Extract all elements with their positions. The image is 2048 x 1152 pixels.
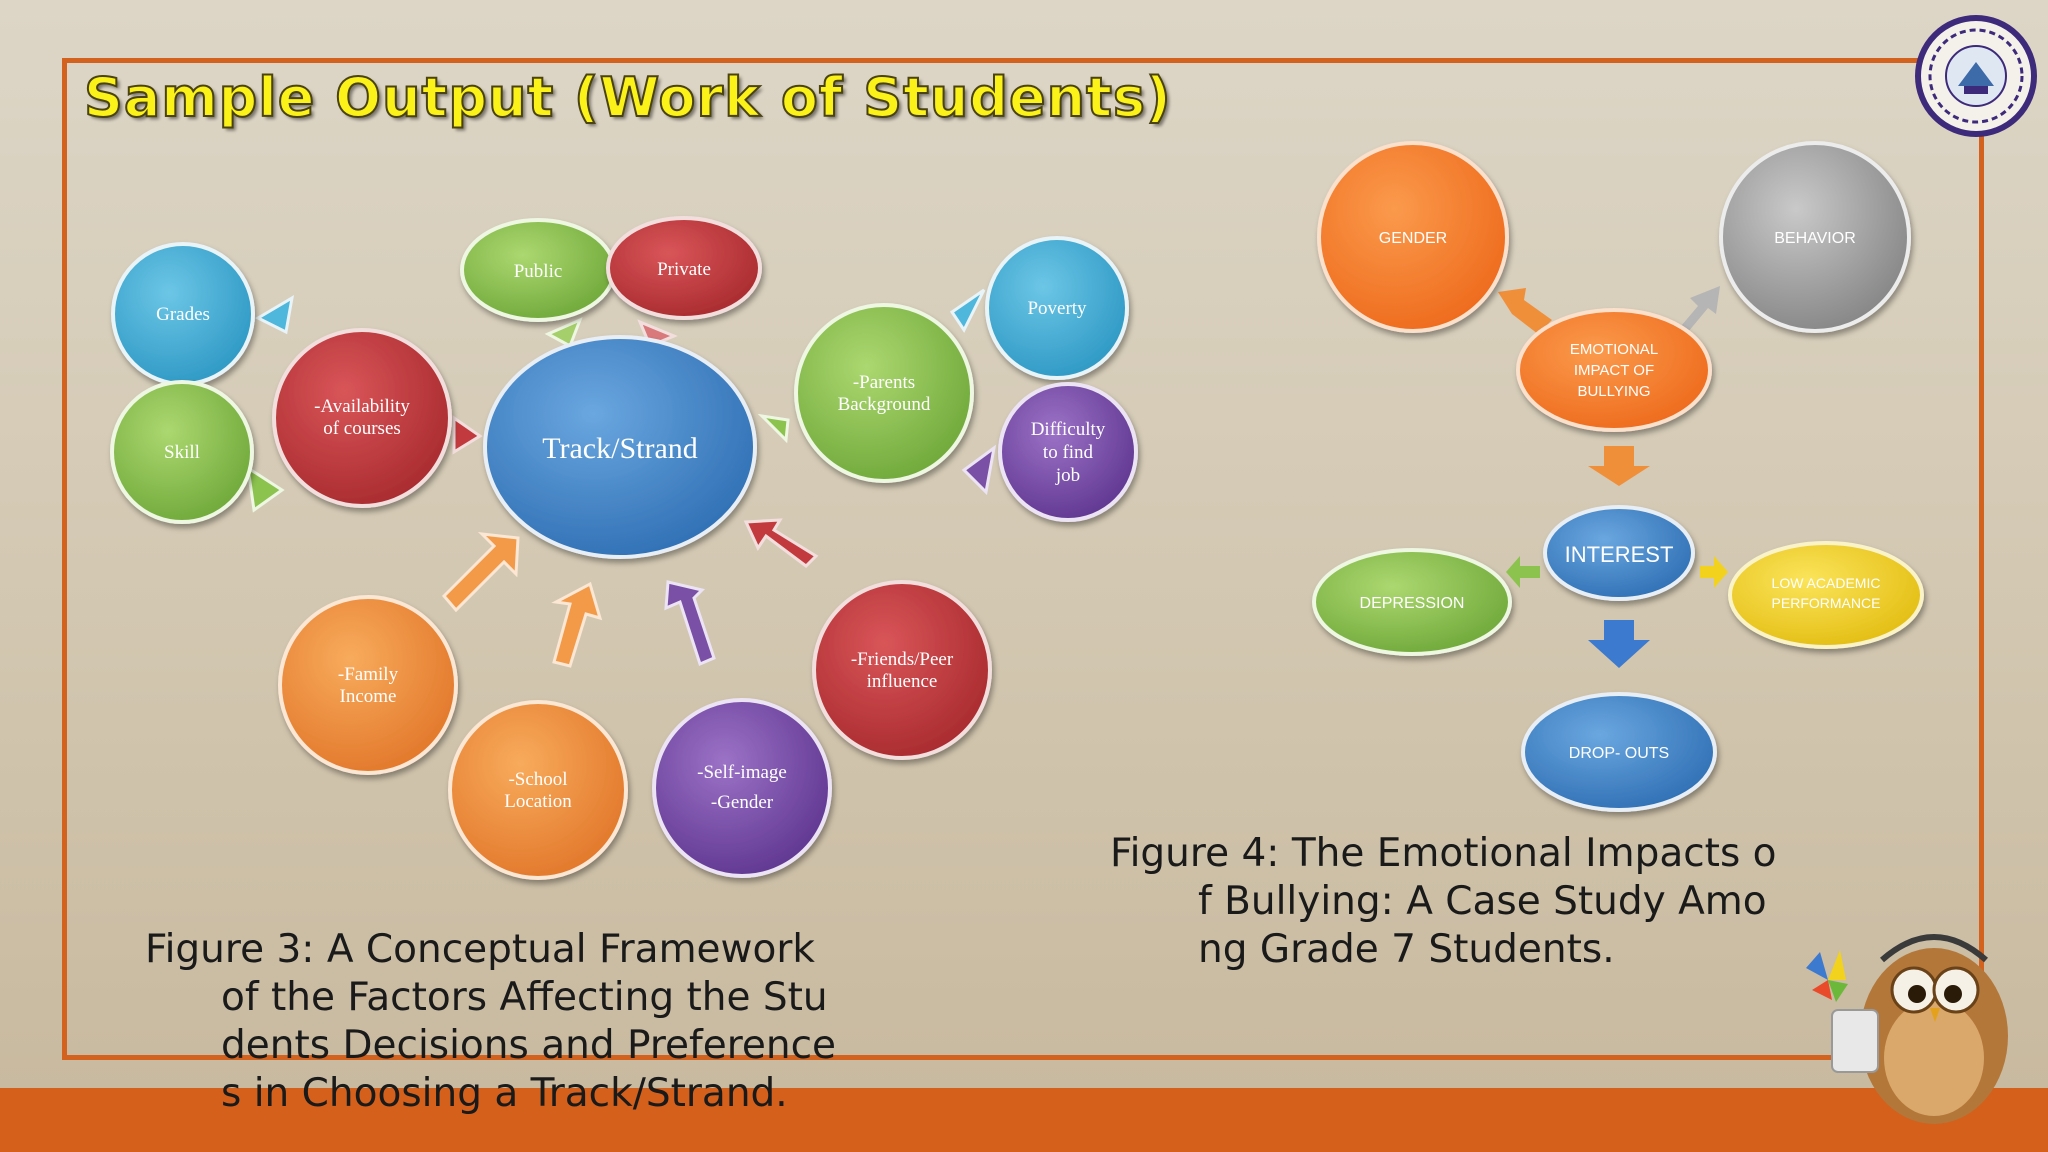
node-parents: -Parents Background xyxy=(794,303,974,483)
difficulty-line2: to find xyxy=(1043,442,1094,463)
node-dropouts: DROP- OUTS xyxy=(1521,692,1717,812)
arrow-to-dropouts xyxy=(1588,620,1650,668)
low-line1: LOW ACADEMIC xyxy=(1772,575,1881,591)
arrow-to-behavior xyxy=(1676,286,1720,332)
owl-mascot-icon xyxy=(1806,934,2008,1124)
node-friends: -Friends/Peer influence xyxy=(812,580,992,760)
parents-line2: Background xyxy=(838,394,931,415)
emotional-line2: IMPACT OF xyxy=(1574,362,1654,379)
behavior-label: BEHAVIOR xyxy=(1774,230,1856,247)
self-line1: -Self-image xyxy=(697,762,787,783)
bottom-bar xyxy=(0,1088,2048,1152)
grades-label: Grades xyxy=(156,304,210,325)
node-gender: GENDER xyxy=(1317,141,1509,333)
node-grades: Grades xyxy=(111,242,255,386)
public-label: Public xyxy=(514,261,563,282)
arrow-parents xyxy=(757,413,790,444)
difficulty-line3: job xyxy=(1055,465,1080,486)
seal-logo-icon xyxy=(1915,15,2037,137)
center-node: Track/Strand xyxy=(483,335,757,559)
figure4-caption: Figure 4: The Emotional Impacts o f Bull… xyxy=(1110,830,1777,974)
arrow-grades xyxy=(254,295,295,335)
dropouts-label: DROP- OUTS xyxy=(1569,745,1669,762)
node-emotional: EMOTIONAL IMPACT OF BULLYING xyxy=(1516,308,1712,432)
poverty-label: Poverty xyxy=(1027,298,1087,319)
difficulty-line1: Difficulty xyxy=(1031,419,1106,440)
node-poverty: Poverty xyxy=(985,236,1129,380)
figure4-caption-line: ng Grade 7 Students. xyxy=(1198,927,1615,972)
interest-label: INTEREST xyxy=(1565,542,1674,567)
availability-line2: of courses xyxy=(323,418,401,439)
gender-label: GENDER xyxy=(1379,230,1447,247)
center-label: Track/Strand xyxy=(542,432,698,465)
figure4-caption-line: f Bullying: A Case Study Amo xyxy=(1198,879,1767,924)
figure3-caption-line: of the Factors Affecting the Stu xyxy=(221,975,828,1020)
school-line1: -School xyxy=(508,769,567,790)
arrow-self xyxy=(664,580,716,667)
emotional-line3: BULLYING xyxy=(1577,383,1650,400)
depression-label: DEPRESSION xyxy=(1360,595,1465,612)
node-private: Private xyxy=(606,216,762,320)
parents-line1: -Parents xyxy=(853,372,915,393)
friends-line1: -Friends/Peer xyxy=(851,649,954,670)
availability-line1: -Availability xyxy=(314,396,410,417)
node-self: -Self-image -Gender xyxy=(652,698,832,878)
figure3-arrows xyxy=(246,288,997,668)
figure3-caption-line: dents Decisions and Preference xyxy=(221,1023,837,1068)
figure3-caption: Figure 3: A Conceptual Framework of the … xyxy=(145,926,836,1118)
slide-frame xyxy=(62,58,1984,1060)
family-line1: -Family xyxy=(338,664,399,685)
node-availability: -Availability of courses xyxy=(272,328,452,508)
self-line2: -Gender xyxy=(711,792,774,813)
arrow-to-interest xyxy=(1588,446,1650,486)
node-low-academic: LOW ACADEMIC PERFORMANCE xyxy=(1728,541,1924,649)
figure3-caption-line: Figure 3: A Conceptual Framework xyxy=(145,927,815,972)
arrow-poverty xyxy=(949,288,986,333)
arrow-availability xyxy=(452,415,483,455)
school-line2: Location xyxy=(504,791,572,812)
node-difficulty: Difficulty to find job xyxy=(998,382,1138,522)
skill-label: Skill xyxy=(164,442,200,463)
node-depression: DEPRESSION xyxy=(1312,548,1512,656)
node-skill: Skill xyxy=(110,380,254,524)
node-behavior: BEHAVIOR xyxy=(1719,141,1911,333)
node-school: -School Location xyxy=(448,700,628,880)
arrow-friends xyxy=(743,518,819,568)
friends-line2: influence xyxy=(867,671,938,692)
arrow-family xyxy=(441,532,520,613)
figure4-diagram: GENDER BEHAVIOR EMOTIONAL IMPACT OF BULL… xyxy=(1312,141,1924,812)
figure3-diagram: Track/Strand Grades Skill -Availability … xyxy=(110,216,1138,880)
slide-title: Sample Output (Work of Students) xyxy=(83,65,1172,130)
emotional-line1: EMOTIONAL xyxy=(1570,341,1658,358)
node-interest: INTEREST xyxy=(1543,505,1695,601)
low-line2: PERFORMANCE xyxy=(1772,595,1881,611)
arrow-to-gender xyxy=(1498,288,1552,334)
node-public: Public xyxy=(460,218,616,322)
family-line2: Income xyxy=(340,686,397,707)
arrow-to-low xyxy=(1700,556,1728,588)
private-label: Private xyxy=(657,259,711,280)
arrow-public xyxy=(544,317,583,349)
figure3-caption-line: s in Choosing a Track/Strand. xyxy=(221,1071,788,1116)
node-family: -Family Income xyxy=(278,595,458,775)
arrow-difficulty xyxy=(961,444,997,496)
arrow-skill xyxy=(246,464,285,513)
arrow-to-depression xyxy=(1506,556,1540,588)
arrow-school xyxy=(551,581,603,668)
figure4-caption-line: Figure 4: The Emotional Impacts o xyxy=(1110,831,1777,876)
